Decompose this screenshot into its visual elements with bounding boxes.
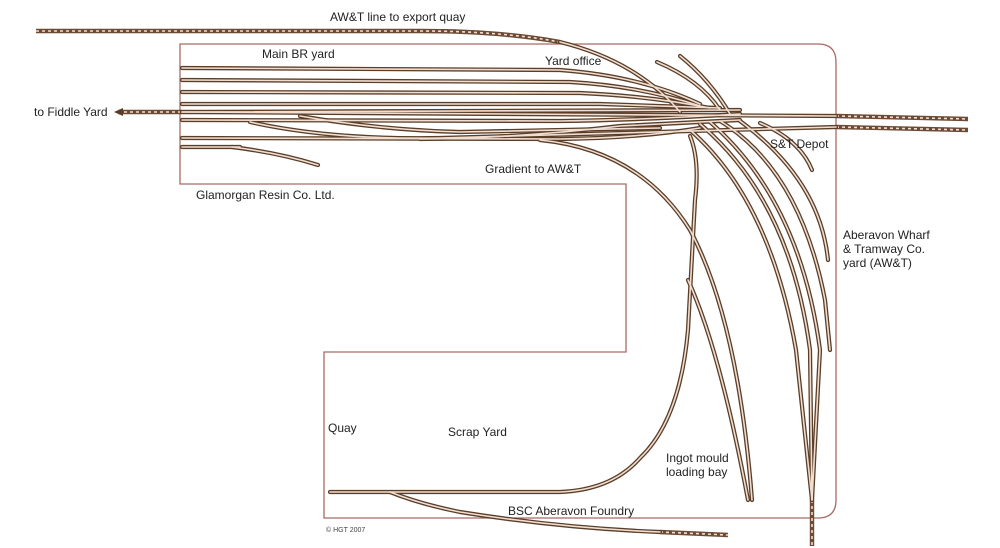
aw-export-quay-label: AW&T line to export quay <box>330 10 465 24</box>
foundry-dashed-line-inner <box>659 531 729 536</box>
export-quay-dashed-line-inner <box>36 30 561 43</box>
east-dashed-line-2-inner <box>835 126 969 131</box>
ingot-mould-label-line-2: loading bay <box>666 465 727 479</box>
fiddle-yard-arrow-icon <box>114 108 123 116</box>
quay-label: Quay <box>328 421 357 435</box>
dashed-lines <box>36 28 969 546</box>
ingot-mould-label-line-1: Ingot mould <box>666 451 729 465</box>
fiddle-yard-label: to Fiddle Yard <box>34 105 108 119</box>
aberavon-label-line-3: yard (AW&T) <box>843 256 912 270</box>
bsc-foundry-label: BSC Aberavon Foundry <box>508 504 634 518</box>
copyright-label: © HGT 2007 <box>326 526 365 534</box>
baseboard-outline <box>179 43 837 519</box>
east-dashed-line-1-inner <box>835 115 969 120</box>
glamorgan-resin-label: Glamorgan Resin Co. Ltd. <box>196 188 335 202</box>
gradient-label: Gradient to AW&T <box>485 162 582 176</box>
foundry-dashed-line <box>659 529 729 538</box>
main-br-yard-label: Main BR yard <box>262 47 335 61</box>
yard-office-label: Yard office <box>545 54 602 68</box>
scrap-yard-label: Scrap Yard <box>448 425 507 439</box>
aberavon-label-line-2: & Tramway Co. <box>843 242 925 256</box>
aberavon-label-line-1: Aberavon Wharf <box>843 228 930 242</box>
st-depot-label: S&T Depot <box>770 137 829 151</box>
